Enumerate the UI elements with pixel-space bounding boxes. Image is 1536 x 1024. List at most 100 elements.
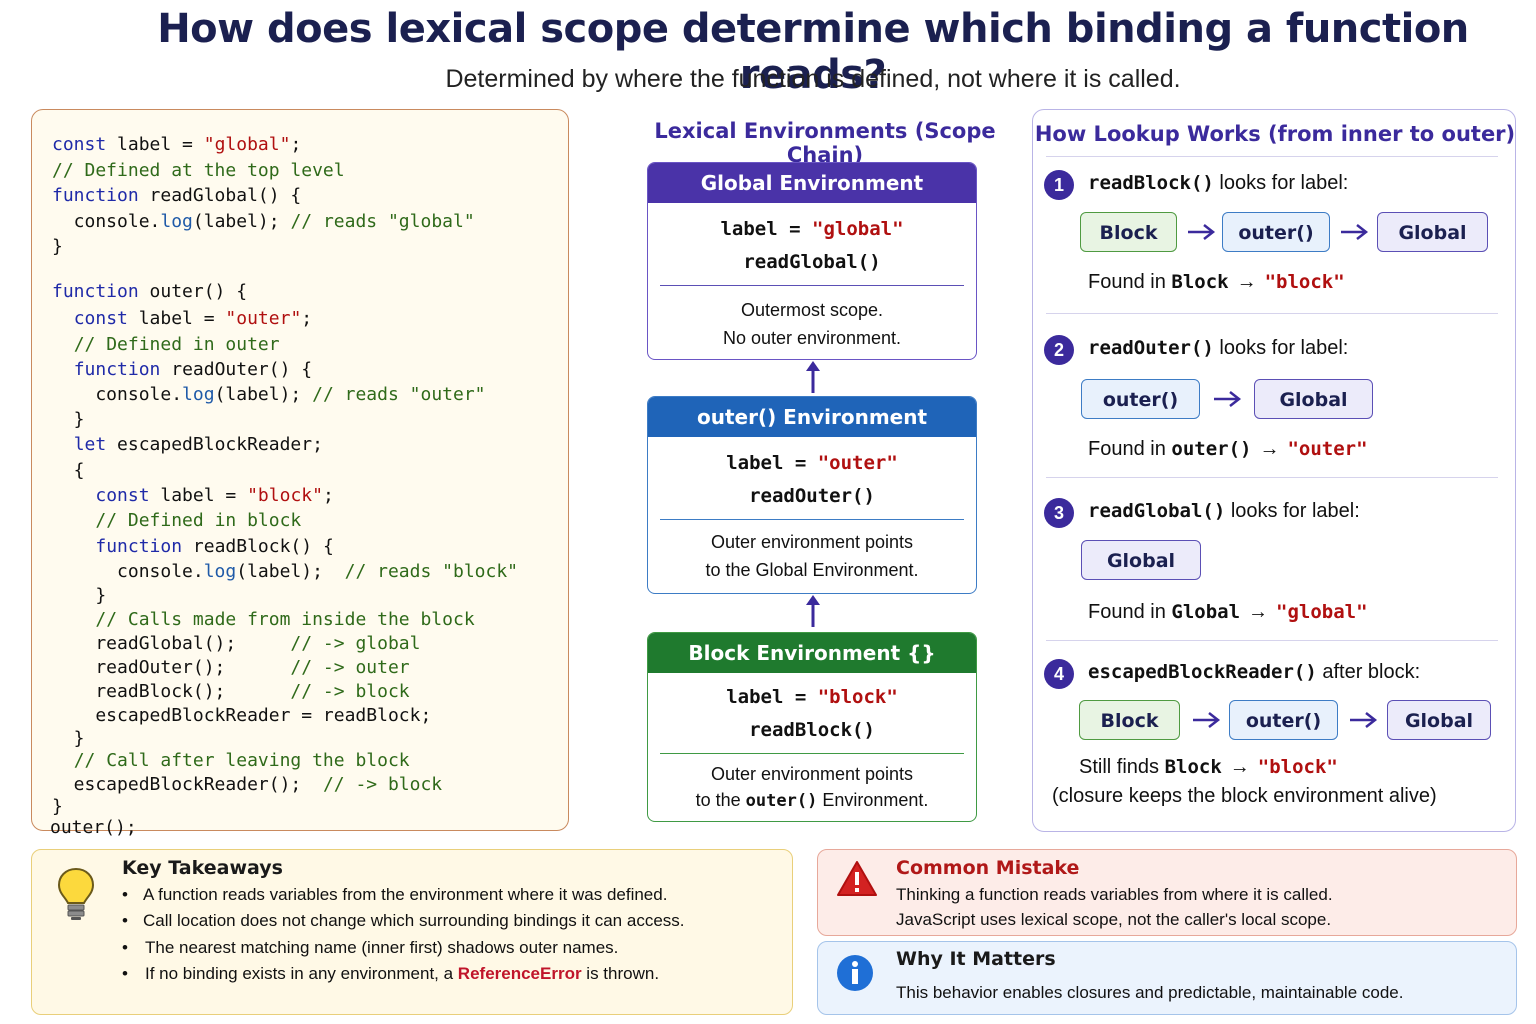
found-scope: Global — [1171, 601, 1241, 623]
note-text: to the — [695, 790, 746, 810]
arrow-right-icon: → — [1229, 756, 1250, 778]
code-token: log — [182, 384, 215, 405]
code-token: // reads "global" — [290, 211, 475, 232]
closure-note: (closure keeps the block environment ali… — [1052, 785, 1437, 807]
code-line: escapedBlockReader(); // -> block — [52, 774, 442, 795]
code-token: } — [52, 796, 63, 817]
step-text: looks for label: — [1225, 500, 1360, 522]
step-text: looks for label: — [1213, 172, 1349, 194]
code-line: let escapedBlockReader; — [52, 434, 323, 455]
found-value: "global" — [1276, 601, 1368, 623]
code-token: "block" — [247, 485, 323, 506]
found-result: Found in Global → "global" — [1088, 601, 1368, 624]
mistake-line2: JavaScript uses lexical scope, not the c… — [896, 910, 1332, 929]
code-line: function readGlobal() { — [52, 185, 301, 206]
code-token: "global" — [203, 134, 291, 155]
step-number-badge: 3 — [1044, 498, 1074, 528]
arrow-right-icon: → — [1259, 438, 1280, 460]
code-token: // Call after leaving the block — [73, 750, 410, 771]
code-token: // Defined in block — [95, 510, 302, 531]
code-token — [52, 308, 74, 329]
code-line: } — [52, 728, 85, 749]
scope-chip-global: Global — [1387, 700, 1491, 740]
code-line: function outer() { — [52, 281, 247, 302]
divider — [1046, 156, 1498, 157]
code-token: log — [203, 561, 237, 582]
code-line: } — [52, 409, 85, 430]
info-icon — [837, 955, 873, 991]
code-line: } — [52, 796, 63, 817]
bullet: • — [122, 885, 128, 904]
reference-error-term: ReferenceError — [457, 964, 582, 983]
binding-name: label = — [726, 452, 818, 474]
code-line: console.log(label); // reads "block" — [52, 561, 518, 582]
code-line: { — [52, 460, 85, 481]
code-token: // -> block — [290, 681, 410, 702]
outer-note-line1: Outer environment points — [710, 532, 914, 552]
code-token: (label); — [214, 384, 313, 405]
matters-title: Why It Matters — [896, 948, 1056, 970]
code-token: // Defined at the top level — [52, 160, 345, 181]
takeaway-text: If no binding exists in any environment,… — [145, 964, 458, 983]
block-environment-box: Block Environment {} label = "block" rea… — [647, 632, 977, 822]
code-line: // Call after leaving the block — [52, 750, 410, 771]
arrow-up-icon — [806, 361, 820, 393]
found-text: Found in — [1088, 601, 1172, 623]
code-token: ; — [301, 308, 313, 329]
divider — [660, 285, 964, 286]
code-token — [52, 434, 74, 455]
note-code: outer() — [745, 791, 818, 811]
scope-chip-global: Global — [1254, 379, 1373, 419]
step-function-name: readBlock() — [1088, 172, 1214, 194]
code-token: log — [160, 211, 193, 232]
global-environment-title: Global Environment — [648, 163, 976, 203]
found-scope: Block — [1171, 271, 1229, 293]
found-scope: Block — [1164, 756, 1222, 778]
arrow-right-icon: → — [1236, 271, 1257, 293]
divider — [1046, 313, 1498, 314]
scope-chip-global: Global — [1081, 540, 1201, 580]
code-token: const — [95, 485, 150, 506]
step-function-name: readGlobal() — [1088, 500, 1226, 522]
code-token: } — [52, 585, 107, 606]
scope-chip-outer: outer() — [1229, 700, 1338, 740]
global-function-binding: readGlobal() — [743, 251, 881, 273]
code-line: const label = "outer"; — [52, 308, 312, 329]
warning-icon — [837, 861, 877, 896]
divider — [660, 753, 964, 754]
code-token: const — [52, 134, 107, 155]
found-text: Found in — [1088, 438, 1172, 460]
global-note-line1: Outermost scope. — [740, 300, 884, 320]
code-line: const label = "global"; — [52, 134, 301, 155]
code-token: // Calls made from inside the block — [95, 609, 475, 630]
code-token: console. — [52, 384, 183, 405]
code-token: } — [52, 728, 85, 749]
code-line: function readOuter() { — [52, 359, 312, 380]
code-token: function — [52, 185, 139, 206]
code-token: // -> block — [322, 774, 443, 795]
block-note-line2: to the outer() Environment. — [648, 786, 976, 815]
found-value: "block" — [1257, 756, 1338, 778]
outer-environment-title: outer() Environment — [648, 397, 976, 437]
code-line: } — [52, 236, 63, 257]
code-token: // -> global — [290, 633, 421, 654]
arrow-right-icon — [1193, 712, 1221, 728]
step-function-name: readOuter() — [1088, 337, 1214, 359]
code-token: ; — [290, 134, 302, 155]
code-token: readOuter() { — [160, 359, 313, 380]
found-result: Found in outer()→"outer" — [1088, 438, 1368, 461]
code-token: function — [73, 359, 161, 380]
arrow-right-icon: → — [1248, 601, 1269, 623]
outer-note-line2: to the Global Environment. — [705, 560, 919, 580]
scope-chip-block: Block — [1079, 700, 1180, 740]
code-line: readBlock(); // -> block — [52, 681, 410, 702]
code-token: label = — [106, 134, 204, 155]
code-token: "outer" — [225, 308, 302, 329]
arrow-right-icon — [1341, 224, 1369, 240]
arrow-right-icon — [1188, 224, 1216, 240]
binding-name: label = — [720, 218, 812, 240]
code-token: readGlobal(); — [52, 633, 291, 654]
step-number-badge: 1 — [1044, 170, 1074, 200]
block-function-binding: readBlock() — [749, 719, 875, 741]
code-token: outer() { — [138, 281, 248, 302]
